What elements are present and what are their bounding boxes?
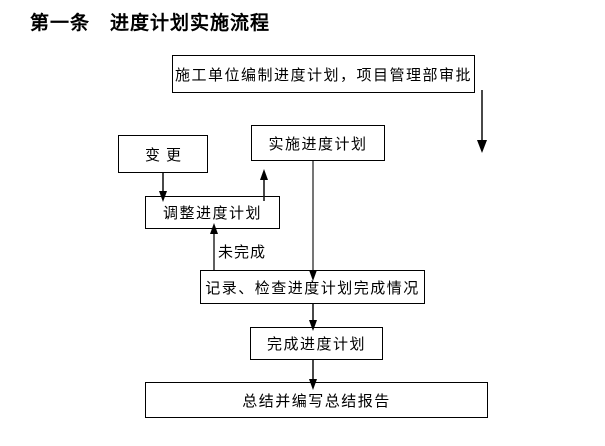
flow-node-implement-plan: 实施进度计划 (251, 125, 385, 161)
flow-node-complete-plan: 完成进度计划 (250, 327, 383, 360)
page-title: 第一条 进度计划实施流程 (30, 13, 271, 34)
flow-node-change: 变更 (118, 135, 208, 173)
flow-node-summary-report: 总结并编写总结报告 (145, 382, 488, 418)
flow-node-compile-approve: 施工单位编制进度计划，项目管理部审批 (172, 55, 475, 93)
flow-node-adjust-plan: 调整进度计划 (145, 196, 280, 229)
arrow-implement-to-record (309, 161, 317, 281)
arrow-record-to-adjust-incomplete (210, 223, 218, 270)
edge-label-incomplete: 未完成 (218, 241, 267, 262)
arrow-approve-out (477, 90, 487, 153)
flow-node-record-check: 记录、检查进度计划完成情况 (200, 270, 425, 304)
